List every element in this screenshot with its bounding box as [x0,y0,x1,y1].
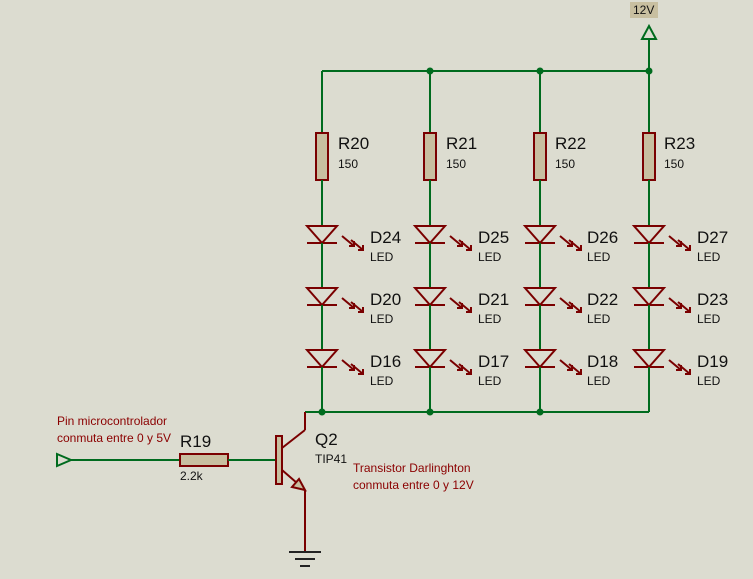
led-ref: D16 [370,352,401,371]
ground-icon [289,551,321,567]
transistor-value: TIP41 [315,452,347,466]
resistor-ref: R19 [180,432,211,451]
led-d22: D22 LED [522,287,618,326]
input-terminal-icon [56,452,74,468]
led-value: LED [697,374,721,388]
transistor-note-line1: Transistor Darlinghton [353,461,471,475]
resistor-r19 [179,453,229,467]
transistor-base-bar [275,435,283,485]
led-symbol-icon [412,287,448,307]
led-column-1: R20 150 D24 LED D20 LED D16 LED [304,71,401,412]
led-ref: D18 [587,352,618,371]
resistor-r23 [642,132,656,181]
led-d27: D27 LED [631,225,728,264]
led-ref: D19 [697,352,728,371]
led-d18: D18 LED [522,349,618,388]
led-column-3: R22 150 D26 LED D22 LED D18 LED [522,71,618,412]
light-rays-icon [559,297,582,313]
led-column-2: R21 150 D25 LED D21 LED D17 LED [412,71,509,412]
resistor-value: 150 [555,157,575,171]
led-d26: D26 LED [522,225,618,264]
power-label-box [630,2,658,18]
emitter-arrow-icon [290,477,307,492]
led-value: LED [478,374,502,388]
light-rays-icon [559,235,582,251]
resistor-value: 150 [338,157,358,171]
led-symbol-icon [412,225,448,245]
led-ref: D22 [587,290,618,309]
led-symbol-icon [631,287,667,307]
led-d20: D20 LED [304,287,401,326]
led-value: LED [370,312,394,326]
resistor-r21 [423,132,437,181]
led-ref: D17 [478,352,509,371]
led-symbol-icon [304,287,340,307]
input-section: Pin microcontrolador conmuta entre 0 y 5… [56,414,276,483]
light-rays-icon [449,235,472,251]
resistor-r20 [315,132,329,181]
led-value: LED [697,312,721,326]
input-note-line2: conmuta entre 0 y 5V [57,431,171,445]
resistor-ref: R23 [664,134,695,153]
led-symbol-icon [631,349,667,369]
light-rays-icon [341,359,364,375]
led-symbol-icon [304,349,340,369]
resistor-ref: R22 [555,134,586,153]
led-ref: D27 [697,228,728,247]
led-ref: D25 [478,228,509,247]
led-d19: D19 LED [631,349,728,388]
led-symbol-icon [522,287,558,307]
led-symbol-icon [412,349,448,369]
led-ref: D21 [478,290,509,309]
transistor-collector [281,429,306,449]
led-ref: D20 [370,290,401,309]
led-ref: D26 [587,228,618,247]
led-d21: D21 LED [412,287,509,326]
light-rays-icon [449,359,472,375]
power-arrow-icon [640,23,658,40]
resistor-value: 2.2k [180,469,204,483]
led-symbol-icon [522,349,558,369]
led-value: LED [697,250,721,264]
resistor-ref: R20 [338,134,369,153]
light-rays-icon [559,359,582,375]
led-column-4: R23 150 D27 LED D23 LED D19 LED [631,71,728,412]
input-note-line1: Pin microcontrolador [57,414,167,428]
resistor-ref: R21 [446,134,477,153]
led-ref: D23 [697,290,728,309]
light-rays-icon [341,297,364,313]
resistor-r22 [533,132,547,181]
led-value: LED [370,374,394,388]
transistor-note-line2: conmuta entre 0 y 12V [353,478,474,492]
resistor-value: 150 [446,157,466,171]
light-rays-icon [341,235,364,251]
light-rays-icon [449,297,472,313]
led-ref: D24 [370,228,401,247]
light-rays-icon [668,297,691,313]
light-rays-icon [668,235,691,251]
led-d17: D17 LED [412,349,509,388]
led-value: LED [370,250,394,264]
resistor-value: 150 [664,157,684,171]
transistor-ref: Q2 [315,430,338,449]
light-rays-icon [668,359,691,375]
led-symbol-icon [631,225,667,245]
led-symbol-icon [304,225,340,245]
led-symbol-icon [522,225,558,245]
led-d25: D25 LED [412,225,509,264]
led-value: LED [478,250,502,264]
led-value: LED [478,312,502,326]
transistor-q2: Q2 TIP41 Transistor Darlinghton conmuta … [275,412,474,492]
led-value: LED [587,250,611,264]
power-terminal: 12V [630,2,658,71]
power-label: 12V [633,3,654,17]
led-value: LED [587,312,611,326]
led-value: LED [587,374,611,388]
led-d23: D23 LED [631,287,728,326]
